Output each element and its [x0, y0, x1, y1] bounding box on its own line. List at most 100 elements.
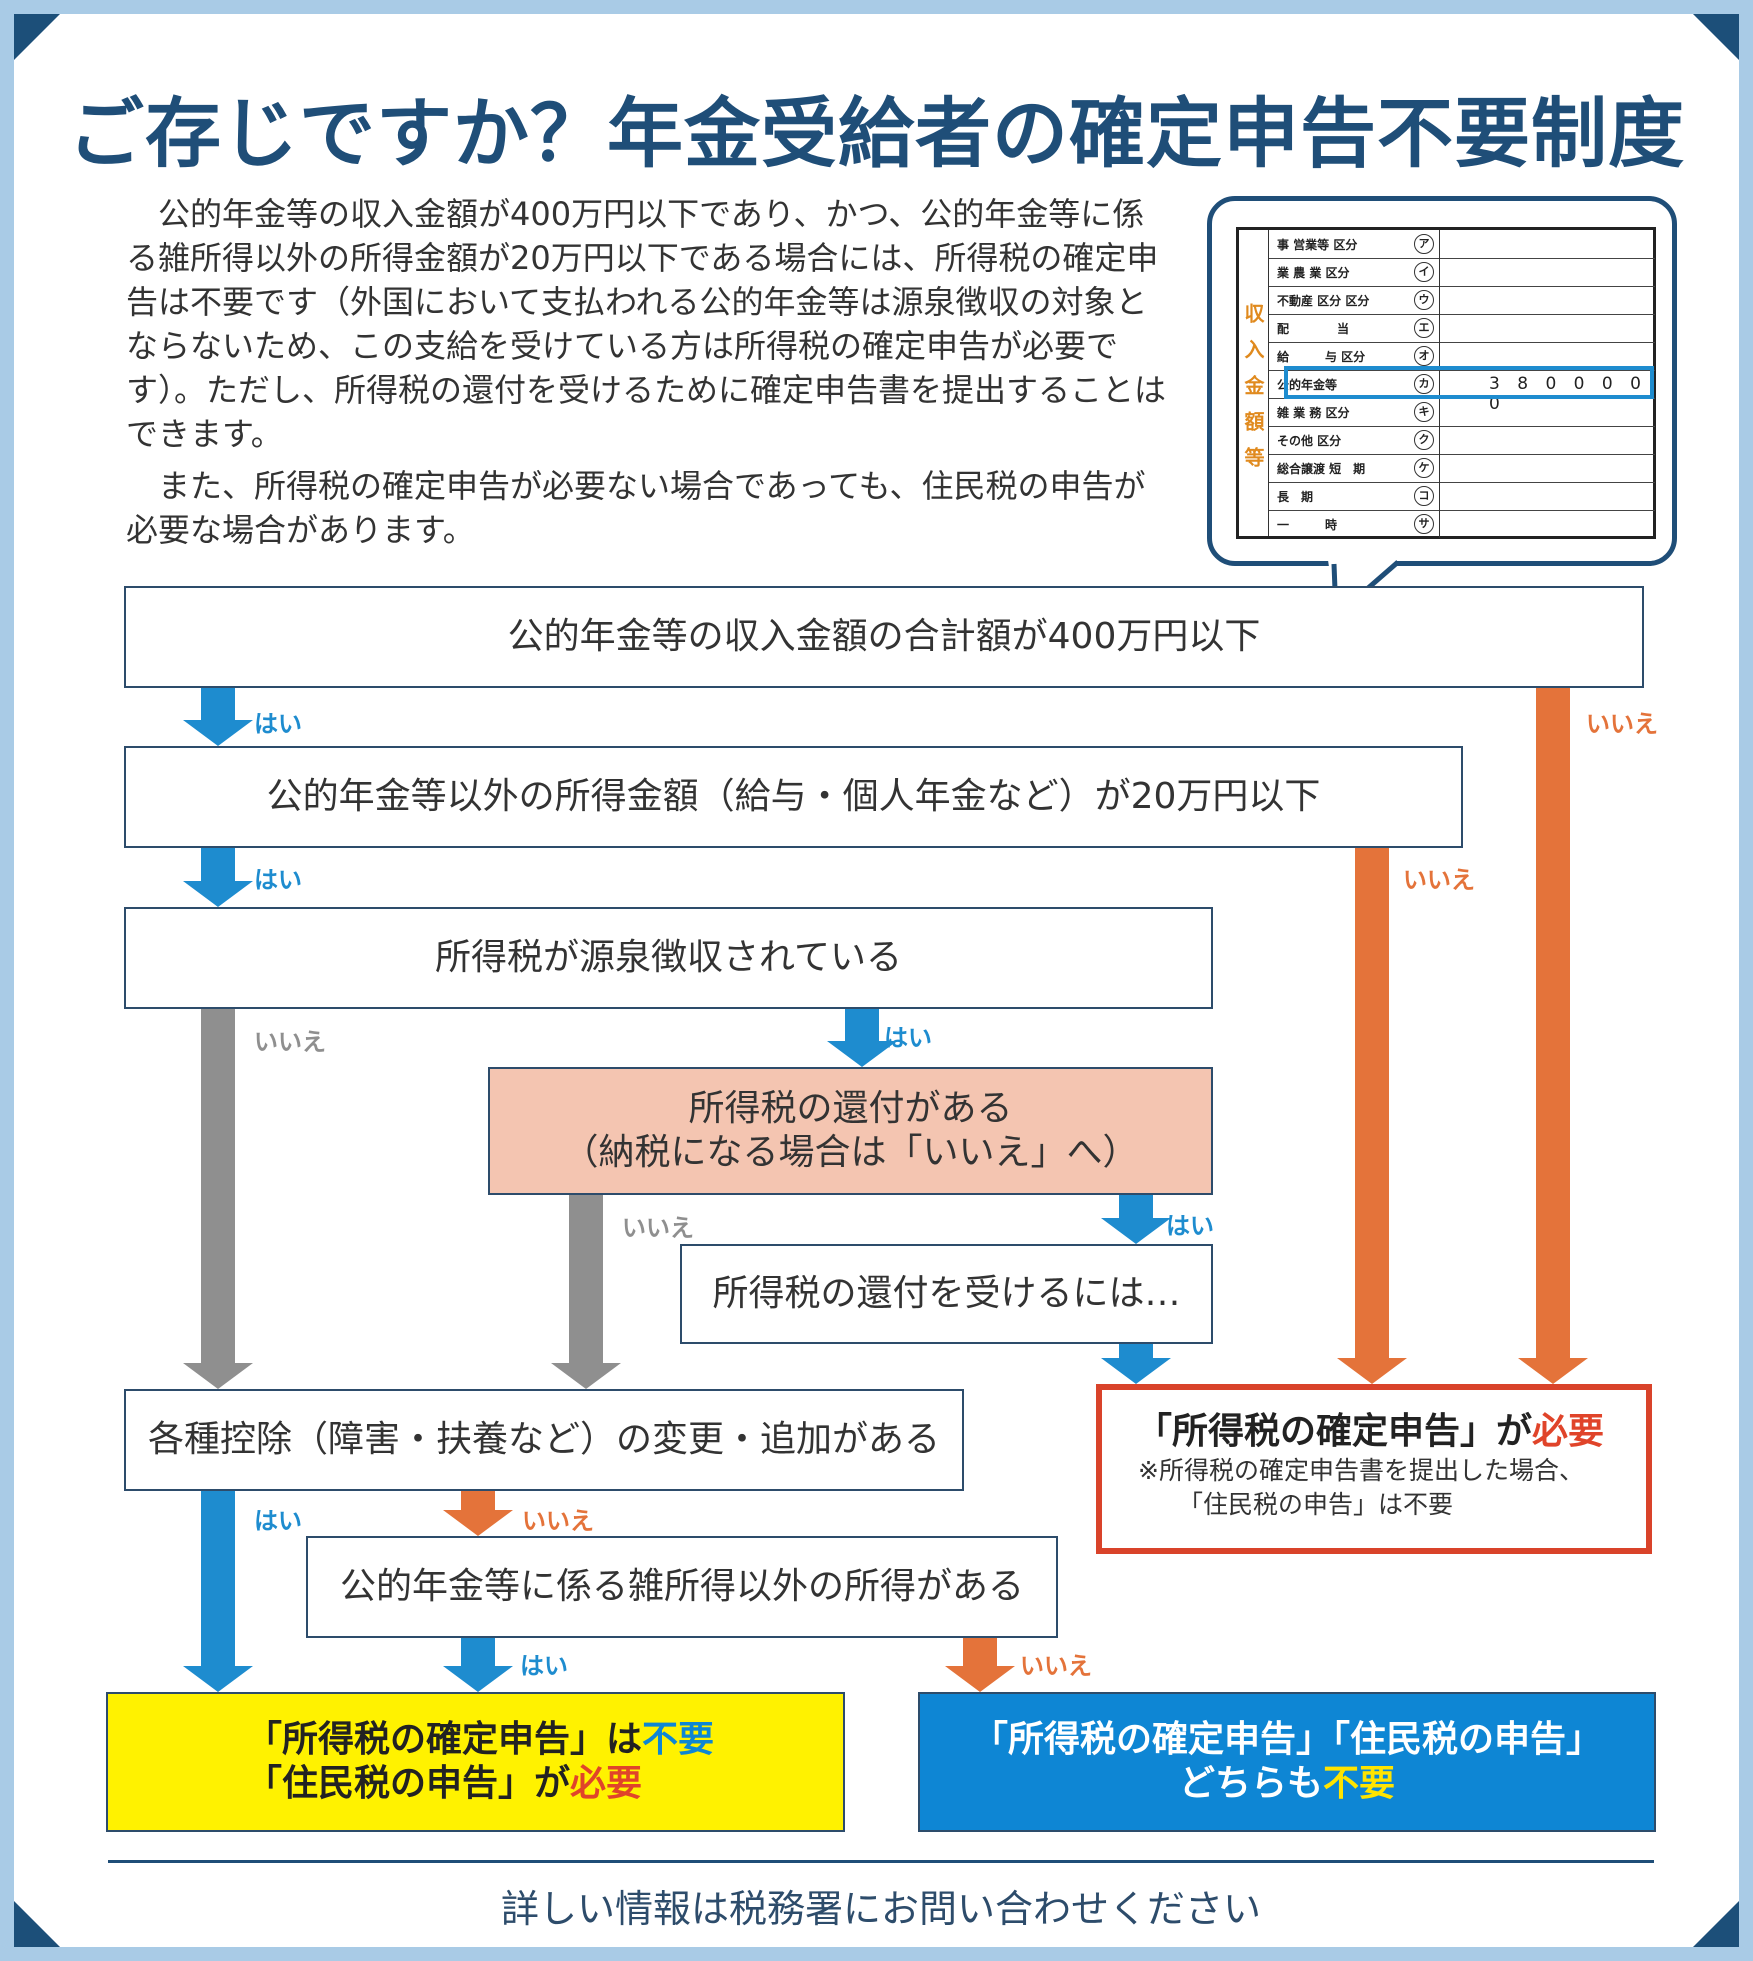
- intro-paragraph-2: また、所得税の確定申告が必要ない場合であっても、住民税の申告が必要な場合がありま…: [126, 467, 1146, 549]
- result-blue-line2: どちらも不要: [1179, 1762, 1395, 1806]
- form-row: 総合譲渡 短 期 ケ: [1269, 454, 1655, 483]
- form-row-label: 給 与 区分: [1277, 350, 1366, 364]
- form-row: 一 時サ: [1269, 510, 1655, 538]
- form-amount-cell: [1439, 286, 1656, 314]
- result-required-note-2: 「住民税の申告」は不要: [1178, 1490, 1454, 1519]
- result-yellow-line1: 「所得税の確定申告」は不要: [246, 1718, 714, 1762]
- form-amount-cell: [1439, 482, 1656, 510]
- form-amount-cell: [1439, 230, 1656, 258]
- footer-divider: [108, 1860, 1654, 1863]
- label-yes: はい: [254, 710, 302, 738]
- question-withholding: 所得税が源泉徴収されている: [124, 907, 1213, 1009]
- result-yellow-line2: 「住民税の申告」が必要: [246, 1762, 642, 1806]
- form-amount-cell: [1439, 370, 1656, 398]
- result-blue-keyword: 不要: [1323, 1763, 1396, 1804]
- question-other-income-20man: 公的年金等以外の所得金額（給与・個人年金など）が20万円以下: [124, 746, 1463, 848]
- form-row: 事 営業等 区分 ア: [1269, 230, 1655, 259]
- arrow-no: [443, 1491, 513, 1536]
- form-row-marker: サ: [1414, 514, 1434, 534]
- result-yellow-text1: 「所得税の確定申告」は: [246, 1719, 643, 1760]
- result-yellow-keyword1: 不要: [642, 1719, 715, 1760]
- form-row: 不動産 区分 区分 ウ: [1269, 286, 1655, 315]
- form-row-label: 不動産 区分 区分: [1277, 294, 1370, 308]
- result-both-not-required: 「所得税の確定申告」「住民税の申告」 どちらも不要: [918, 1692, 1656, 1832]
- form-row-marker: カ: [1414, 374, 1434, 394]
- form-amount-cell: [1439, 342, 1656, 370]
- form-row-marker: キ: [1414, 402, 1434, 422]
- question-deduction-change: 各種控除（障害・扶養など）の変更・追加がある: [124, 1389, 964, 1491]
- form-row-marker: ウ: [1414, 290, 1434, 310]
- footer-contact-note: 詳しい情報は税務署にお問い合わせください: [500, 1887, 1261, 1931]
- form-row-label: 公的年金等: [1277, 378, 1338, 392]
- form-row-marker: コ: [1414, 486, 1434, 506]
- form-row-marker: ク: [1414, 430, 1434, 450]
- page-title: ご存じですか？年金受給者の確定申告不要制度: [68, 89, 1685, 178]
- label-no: いいえ: [1403, 866, 1475, 894]
- result-required-title-text: 「所得税の確定申告」が: [1136, 1411, 1533, 1452]
- result-yellow-text2: 「住民税の申告」が: [246, 1763, 571, 1804]
- result-blue-line1: 「所得税の確定申告」「住民税の申告」: [971, 1719, 1602, 1760]
- form-row: 給 与 区分オ: [1269, 342, 1655, 371]
- form-row: その他 区分 ク: [1269, 426, 1655, 455]
- arrow-yes: [1101, 1344, 1171, 1384]
- form-row-value: 3 8 0 0 0 0 0: [1489, 374, 1647, 414]
- question-pension-400man: 公的年金等の収入金額の合計額が400万円以下: [124, 586, 1644, 688]
- form-row-label: 総合譲渡 短 期: [1277, 462, 1366, 476]
- form-row-label: 事 営業等 区分: [1277, 238, 1358, 252]
- question-refund-line1: 所得税の還付がある: [688, 1088, 1013, 1129]
- result-yellow-keyword2: 必要: [570, 1763, 643, 1804]
- label-no: いいえ: [1020, 1652, 1092, 1680]
- label-yes: はい: [254, 1507, 302, 1535]
- corner-decoration: [14, 1901, 60, 1947]
- form-amount-cell: [1439, 258, 1656, 286]
- arrow-yes: [183, 688, 253, 746]
- form-row-label: 雑 業 務 区分: [1277, 406, 1350, 420]
- form-amount-cell: [1439, 510, 1656, 538]
- result-resident-tax-required: 「所得税の確定申告」は不要 「住民税の申告」が必要: [106, 1692, 845, 1832]
- form-row-marker: ア: [1414, 234, 1434, 254]
- refund-procedure-box: 所得税の還付を受けるには…: [680, 1244, 1213, 1344]
- form-amount-cell: [1439, 398, 1656, 426]
- form-row: 配 当エ: [1269, 314, 1655, 343]
- form-row-marker: イ: [1414, 262, 1434, 282]
- corner-decoration: [14, 14, 60, 60]
- label-no: いいえ: [254, 1028, 326, 1056]
- corner-decoration: [1693, 14, 1739, 60]
- arrow-no: [551, 1195, 621, 1389]
- question-refund: 所得税の還付がある （納税になる場合は「いいえ」へ）: [488, 1067, 1213, 1195]
- intro-paragraph-1: 公的年金等の収入金額が400万円以下であり、かつ、公的年金等に係る雑所得以外の所…: [126, 195, 1167, 453]
- result-income-tax-required: 「所得税の確定申告」が必要 ※所得税の確定申告書を提出した場合、 「住民税の申告…: [1096, 1384, 1652, 1554]
- question-other-income: 公的年金等に係る雑所得以外の所得がある: [306, 1536, 1058, 1638]
- label-no: いいえ: [622, 1214, 694, 1242]
- form-row-label: 長 期: [1277, 490, 1314, 504]
- form-row-marker: ケ: [1414, 458, 1434, 478]
- form-callout-bubble: 収入金額等 事 営業等 区分ア業 農 業 区分イ不動産 区分 区分ウ配 当エ給 …: [1207, 196, 1677, 566]
- arrow-yes: [183, 1491, 253, 1692]
- arrow-yes: [827, 1009, 897, 1067]
- label-yes: はい: [254, 866, 302, 894]
- result-required-keyword: 必要: [1532, 1411, 1605, 1452]
- arrow-yes: [1101, 1195, 1171, 1244]
- form-row-label: 配 当: [1277, 322, 1350, 336]
- arrow-no: [945, 1638, 1015, 1692]
- arrow-no: [1518, 688, 1588, 1384]
- intro-text: 公的年金等の収入金額が400万円以下であり、かつ、公的年金等に係る雑所得以外の所…: [126, 192, 1166, 560]
- form-amount-cell: [1439, 426, 1656, 454]
- tax-form-excerpt: 収入金額等 事 営業等 区分ア業 農 業 区分イ不動産 区分 区分ウ配 当エ給 …: [1236, 227, 1656, 539]
- label-yes: はい: [884, 1024, 932, 1052]
- arrow-yes: [183, 848, 253, 907]
- result-required-note-1: ※所得税の確定申告書を提出した場合、: [1138, 1456, 1584, 1485]
- label-yes: はい: [520, 1652, 568, 1680]
- form-row-label: その他 区分: [1277, 434, 1342, 448]
- arrow-yes: [443, 1638, 513, 1692]
- label-yes: はい: [1166, 1212, 1214, 1240]
- label-no: いいえ: [1586, 710, 1658, 738]
- form-row-label: 一 時: [1277, 518, 1338, 532]
- arrow-no: [183, 1009, 253, 1389]
- form-amount-cell: [1439, 314, 1656, 342]
- form-row: 雑 業 務 区分 キ: [1269, 398, 1655, 427]
- form-row-label: 業 農 業 区分: [1277, 266, 1350, 280]
- form-row: 長 期コ: [1269, 482, 1655, 511]
- form-amount-cell: [1439, 454, 1656, 482]
